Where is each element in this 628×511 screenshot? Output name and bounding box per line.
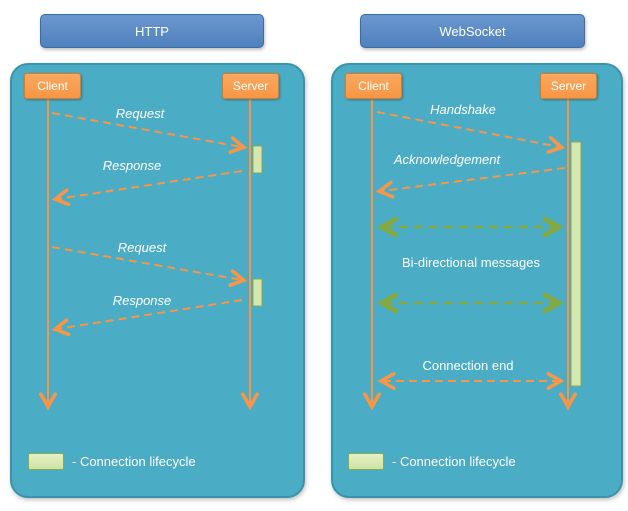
http-server-actor: Server: [222, 73, 279, 99]
http-client-actor: Client: [24, 73, 81, 99]
http-response-arrow-1: [57, 170, 243, 199]
http-legend-swatch: [28, 453, 64, 470]
websocket-client-actor: Client: [345, 73, 402, 99]
http-request-arrow-2: [51, 246, 242, 280]
websocket-server-actor: Server: [540, 73, 597, 99]
websocket-header-label: WebSocket: [439, 23, 506, 39]
http-activation-bar-2: [252, 278, 263, 307]
websocket-handshake-arrow: [376, 111, 560, 147]
http-response-label-1: Response: [102, 158, 162, 173]
http-legend-label: - Connection lifecycle: [72, 454, 196, 469]
http-header: HTTP: [40, 14, 264, 48]
http-request-label-2: Request: [117, 240, 167, 255]
http-request-label-1: Request: [115, 106, 165, 121]
websocket-legend-label: - Connection lifecycle: [392, 454, 516, 469]
http-client-label: Client: [37, 79, 68, 93]
websocket-acknowledgement-label: Acknowledgement: [393, 152, 501, 167]
websocket-client-label: Client: [358, 79, 389, 93]
http-activation-bar-1: [252, 145, 263, 174]
websocket-connection-activation-bar: [570, 141, 582, 387]
websocket-legend: - Connection lifecycle: [348, 453, 516, 470]
websocket-acknowledgement-arrow: [381, 167, 566, 191]
websocket-server-label: Server: [550, 79, 587, 93]
http-request-arrow-1: [51, 112, 242, 147]
websocket-legend-swatch: [348, 453, 384, 470]
websocket-sequence-graphic: [331, 99, 582, 494]
websocket-bidirectional-label: Bi-directional messages: [401, 255, 541, 270]
http-sequence-graphic: [10, 99, 263, 494]
websocket-connection-end-label: Connection end: [422, 358, 514, 373]
http-legend: - Connection lifecycle: [28, 453, 196, 470]
http-response-label-2: Response: [112, 293, 172, 308]
websocket-handshake-label: Handshake: [430, 102, 496, 117]
http-response-arrow-2: [57, 299, 243, 329]
http-server-label: Server: [232, 79, 269, 93]
websocket-header: WebSocket: [360, 14, 585, 48]
http-header-label: HTTP: [135, 23, 169, 39]
